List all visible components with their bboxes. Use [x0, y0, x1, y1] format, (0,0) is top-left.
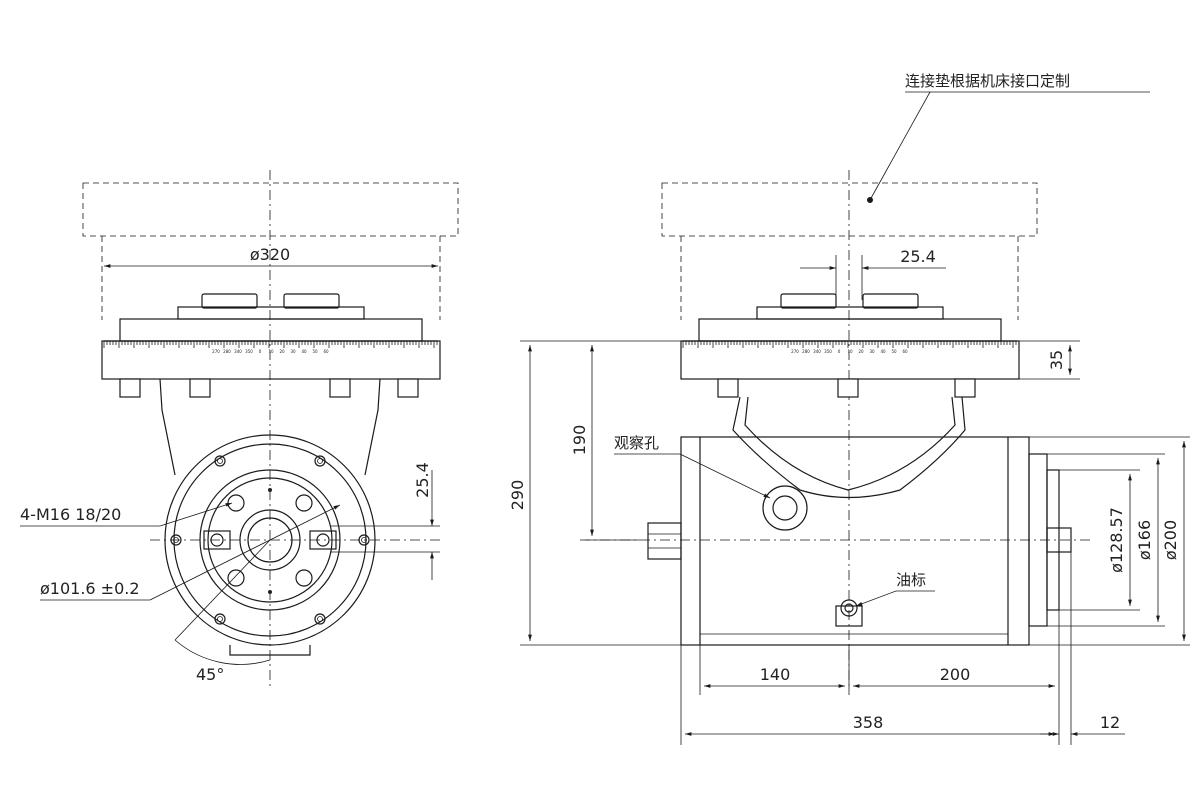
scale-tick-label: 350 [245, 349, 253, 354]
scale-tick-label: 30 [869, 349, 875, 354]
top-pad-right [862, 293, 919, 309]
oil-mark-inner [844, 603, 854, 613]
dim-140-label: 140 [760, 665, 791, 684]
dim-290-label: 290 [508, 480, 527, 511]
scale-tick-label: 0 [838, 349, 841, 354]
top-flange [698, 318, 1002, 342]
thread-label: 4-M16 18/20 [20, 505, 121, 524]
leader-oil [855, 590, 897, 607]
scale-tick-label: 20 [858, 349, 864, 354]
scale-tick-label: 50 [312, 349, 318, 354]
scale-tick-label: 50 [891, 349, 897, 354]
scale-tick-label: 280 [802, 349, 810, 354]
mark-dot [268, 590, 272, 594]
scale-tick-label: 40 [301, 349, 307, 354]
dim-320-label: ø320 [250, 245, 290, 264]
bracket-inner [744, 396, 956, 491]
adapter-plate-outline-right [661, 182, 1038, 237]
bolt [119, 378, 141, 398]
angle-label: 45° [196, 665, 224, 684]
top-pad-left [780, 293, 837, 309]
dim-190-label: 190 [570, 425, 589, 456]
angle-arc [174, 639, 271, 665]
housing-right-side [364, 378, 381, 476]
base-lip [229, 645, 311, 656]
dim-35-label: 35 [1047, 350, 1066, 370]
top-flange-upper [756, 306, 944, 320]
observation-hole-inner [772, 495, 798, 521]
adapter-plate-outline [82, 182, 459, 237]
scale-tick-label: 0 [259, 349, 262, 354]
scale-tick-label: 340 [813, 349, 821, 354]
note-label: 连接垫根据机床接口定制 [905, 72, 1070, 90]
scale-tick-label: 10 [847, 349, 853, 354]
scale-tick-label: 30 [290, 349, 296, 354]
scale-tick-label: 40 [880, 349, 886, 354]
scale-tick-label: 340 [234, 349, 242, 354]
dim-358-label: 358 [853, 713, 884, 732]
bolt [397, 378, 419, 398]
note-leader-dot [867, 197, 873, 203]
dim-25-4-top-label: 25.4 [900, 247, 936, 266]
scale-tick-label: 20 [279, 349, 285, 354]
scale-tick-label: 270 [791, 349, 799, 354]
top-flange-upper [177, 306, 365, 320]
scale-tick-label: 280 [223, 349, 231, 354]
bolts-left [119, 378, 419, 398]
dim-200h-label: 200 [940, 665, 971, 684]
oil-mark-base [835, 605, 863, 627]
left-stub [647, 522, 682, 560]
bore-label: ø101.6 ±0.2 [40, 579, 140, 598]
note-leader [869, 91, 931, 201]
scale-tick-label: 350 [824, 349, 832, 354]
dim-166-label: ø166 [1135, 520, 1154, 560]
top-flange [119, 318, 423, 342]
mark-dot [268, 488, 272, 492]
housing-left-side [159, 378, 176, 476]
bolts-right [717, 378, 976, 398]
angle-line [174, 539, 271, 641]
bolt [189, 378, 211, 398]
top-pad-right [283, 293, 340, 309]
bracket-outer [732, 396, 966, 499]
leader-thread [159, 502, 233, 527]
observation-hole-label: 观察孔 [614, 434, 659, 452]
scale-tick-label: 60 [323, 349, 329, 354]
top-pad-left [201, 293, 258, 309]
dim-25-4-left-label: 25.4 [413, 462, 432, 498]
dim-128-label: ø128.57 [1107, 507, 1126, 573]
oil-mark-label: 油标 [896, 571, 926, 589]
observation-hole-outer [762, 485, 808, 531]
scale-tick-label: 270 [212, 349, 220, 354]
leader-observation [679, 453, 771, 499]
bolt [329, 378, 351, 398]
leader-bore [149, 504, 341, 601]
scale-tick-label: 10 [268, 349, 274, 354]
dim-200-label: ø200 [1161, 520, 1180, 560]
oil-mark-outer [840, 599, 858, 617]
dim-12-label: 12 [1100, 713, 1120, 732]
scale-tick-label: 60 [902, 349, 908, 354]
